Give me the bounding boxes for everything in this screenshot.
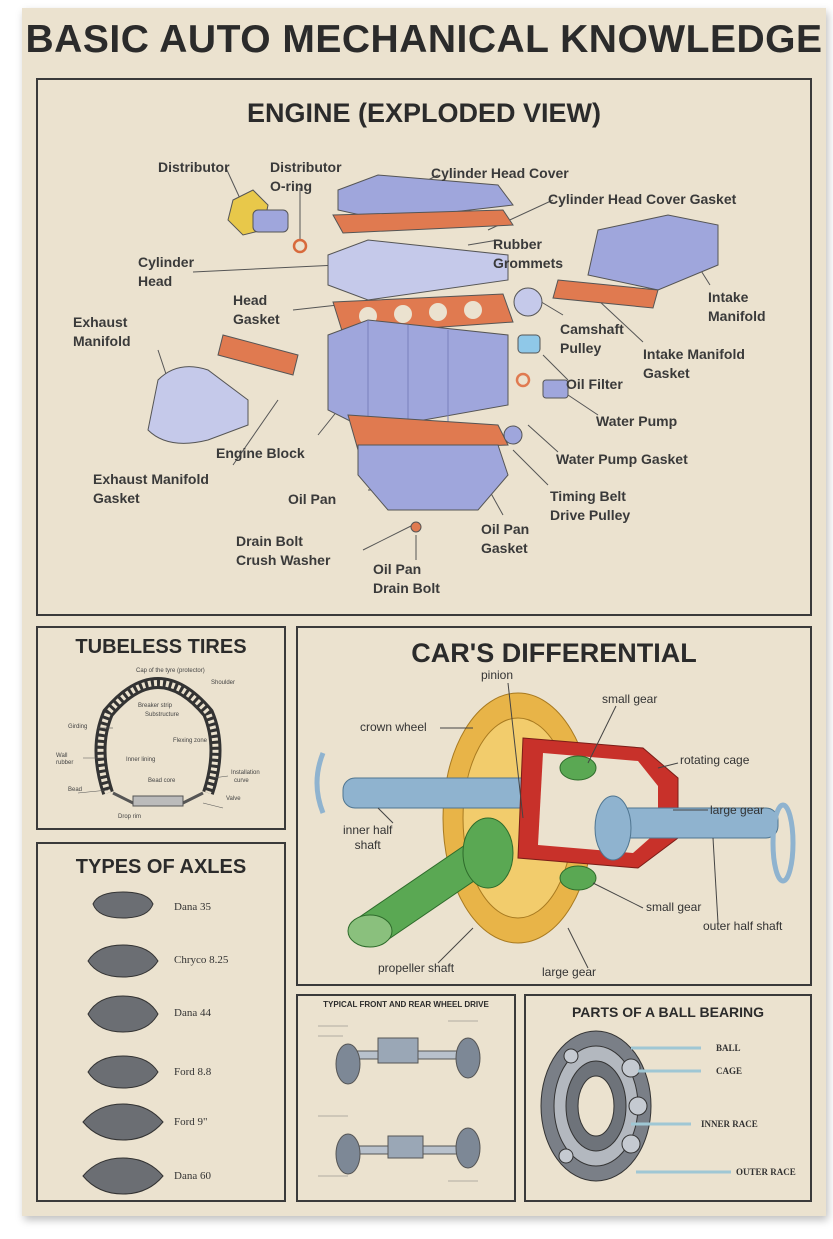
- axle-housing-icon: [92, 891, 154, 919]
- engine-diagram: [147, 167, 719, 560]
- label-timing-belt-drive-pulley: Timing Belt Drive Pulley: [550, 488, 631, 523]
- label-oil-pan-gasket: Oil Pan Gasket: [481, 521, 530, 556]
- bearing-panel: PARTS OF A BALL BEARING BALL CAGE INNER …: [524, 994, 812, 1202]
- tires-title: TUBELESS TIRES: [75, 636, 247, 658]
- axle-label: Dana 35: [174, 901, 211, 913]
- tire-label-wall: Wall: [56, 753, 68, 759]
- wheel-drive-diagram: [318, 1020, 481, 1182]
- bearing-label-inner-race: INNER RACE: [701, 1119, 758, 1129]
- axle-label: Dana 44: [174, 1007, 211, 1019]
- differential-gears: [314, 682, 796, 969]
- tire-label-bead-core: Bead core: [148, 778, 176, 784]
- ball-bearing-icon: [540, 1030, 731, 1182]
- label-engine-block: Engine Block: [216, 445, 305, 461]
- differential-panel: CAR'S DIFFERENTIAL: [296, 626, 812, 986]
- engine-title: ENGINE (EXPLODED VIEW): [246, 98, 602, 128]
- diff-label-rotating-cage: rotating cage: [680, 753, 750, 767]
- label-oil-pan-drain-bolt: Oil Pan Drain Bolt: [373, 561, 440, 596]
- diff-label-pinion: pinion: [481, 668, 514, 682]
- bearing-title: PARTS OF A BALL BEARING: [571, 1004, 765, 1020]
- axle-label: Ford 9": [174, 1116, 208, 1128]
- label-oil-pan: Oil Pan: [288, 491, 337, 507]
- bearing-label-cage: CAGE: [716, 1066, 743, 1076]
- axles-panel: TYPES OF AXLES Dana 35 Chryco 8.25 Dana …: [36, 842, 286, 1202]
- label-camshaft-pulley: Camshaft Pulley: [560, 321, 624, 356]
- label-exhaust-manifold: Exhaust Manifold: [73, 314, 131, 349]
- tire-label-valve: Valve: [226, 796, 241, 802]
- diff-label-small-gear-top: small gear: [602, 692, 658, 706]
- bearing-label-ball: BALL: [716, 1043, 741, 1053]
- tire-label-girding: Girding: [68, 724, 88, 730]
- tire-label-inner-lining: Inner lining: [126, 757, 156, 763]
- tire-label-installation: Installation: [231, 770, 260, 776]
- axle-label: Chryco 8.25: [174, 954, 229, 966]
- axle-housing-icon: [87, 1055, 159, 1089]
- label-cylinder-head-cover-gasket: Cylinder Head Cover Gasket: [548, 191, 737, 207]
- tire-label-substructure: Substructure: [145, 712, 180, 718]
- diff-label-crown-wheel: crown wheel: [360, 720, 427, 734]
- tire-label-bead: Bead: [68, 787, 83, 793]
- label-cylinder-head: Cylinder Head: [138, 254, 195, 289]
- label-water-pump: Water Pump: [596, 413, 678, 429]
- wheel-drive-panel: TYPICAL FRONT AND REAR WHEEL DRIVE: [296, 994, 516, 1202]
- poster: BASIC AUTO MECHANICAL KNOWLEDGE ENGINE (…: [22, 8, 826, 1216]
- tire-label-breaker: Breaker strip: [138, 703, 173, 709]
- label-head-gasket: Head Gasket: [233, 292, 280, 327]
- axles-title: TYPES OF AXLES: [75, 856, 247, 878]
- diff-label-inner-half-shaft: inner half shaft: [343, 823, 393, 852]
- label-drain-bolt-crush-washer: Drain Bolt Crush Washer: [236, 533, 331, 568]
- label-cylinder-head-cover: Cylinder Head Cover: [431, 165, 569, 181]
- page-title: BASIC AUTO MECHANICAL KNOWLEDGE: [25, 18, 823, 61]
- tire-label-cap: Cap of the tyre (protector): [136, 668, 205, 674]
- tires-panel: TUBELESS TIRES Cap of the tyre (protecto…: [36, 626, 286, 830]
- label-distributor: Distributor: [158, 159, 230, 175]
- diff-label-small-gear-bottom: small gear: [646, 900, 702, 914]
- bearing-label-outer-race: OUTER RACE: [736, 1167, 796, 1177]
- tire-label-curve: curve: [234, 778, 249, 784]
- axle-housing-icon: [82, 1103, 164, 1141]
- tire-cross-section: [77, 676, 229, 809]
- label-water-pump-gasket: Water Pump Gasket: [556, 451, 688, 467]
- label-exhaust-manifold-gasket: Exhaust Manifold Gasket: [93, 471, 209, 506]
- diff-label-outer-half-shaft: outer half shaft: [703, 919, 783, 933]
- diff-label-large-gear-right: large gear: [710, 803, 765, 817]
- label-intake-manifold: Intake Manifold: [708, 289, 766, 324]
- axle-label: Ford 8.8: [174, 1066, 212, 1078]
- differential-title: CAR'S DIFFERENTIAL: [411, 638, 697, 668]
- label-distributor-oring: Distributor O-ring: [270, 159, 342, 194]
- distributor-part: [227, 189, 308, 254]
- label-oil-filter: Oil Filter: [566, 376, 623, 392]
- tire-label-shoulder: Shoulder: [211, 680, 236, 686]
- wheel-drive-title: TYPICAL FRONT AND REAR WHEEL DRIVE: [323, 1000, 489, 1009]
- axle-housing-icon: [82, 1157, 164, 1195]
- axle-label: Dana 60: [174, 1170, 211, 1182]
- tire-label-flexing: Flexing zone: [173, 738, 208, 744]
- engine-panel: ENGINE (EXPLODED VIEW): [36, 78, 812, 616]
- axle-housings: [82, 891, 164, 1195]
- axle-housing-icon: [87, 995, 159, 1033]
- axle-housing-icon: [87, 944, 159, 978]
- label-rubber-grommets: Rubber Grommets: [493, 236, 564, 271]
- tire-label-rubber: rubber: [56, 760, 74, 766]
- tire-label-drop: Drop rim: [118, 814, 142, 820]
- label-intake-manifold-gasket: Intake Manifold Gasket: [643, 346, 745, 381]
- diff-label-propeller-shaft: propeller shaft: [378, 961, 455, 975]
- diff-label-large-gear-bottom: large gear: [542, 965, 597, 979]
